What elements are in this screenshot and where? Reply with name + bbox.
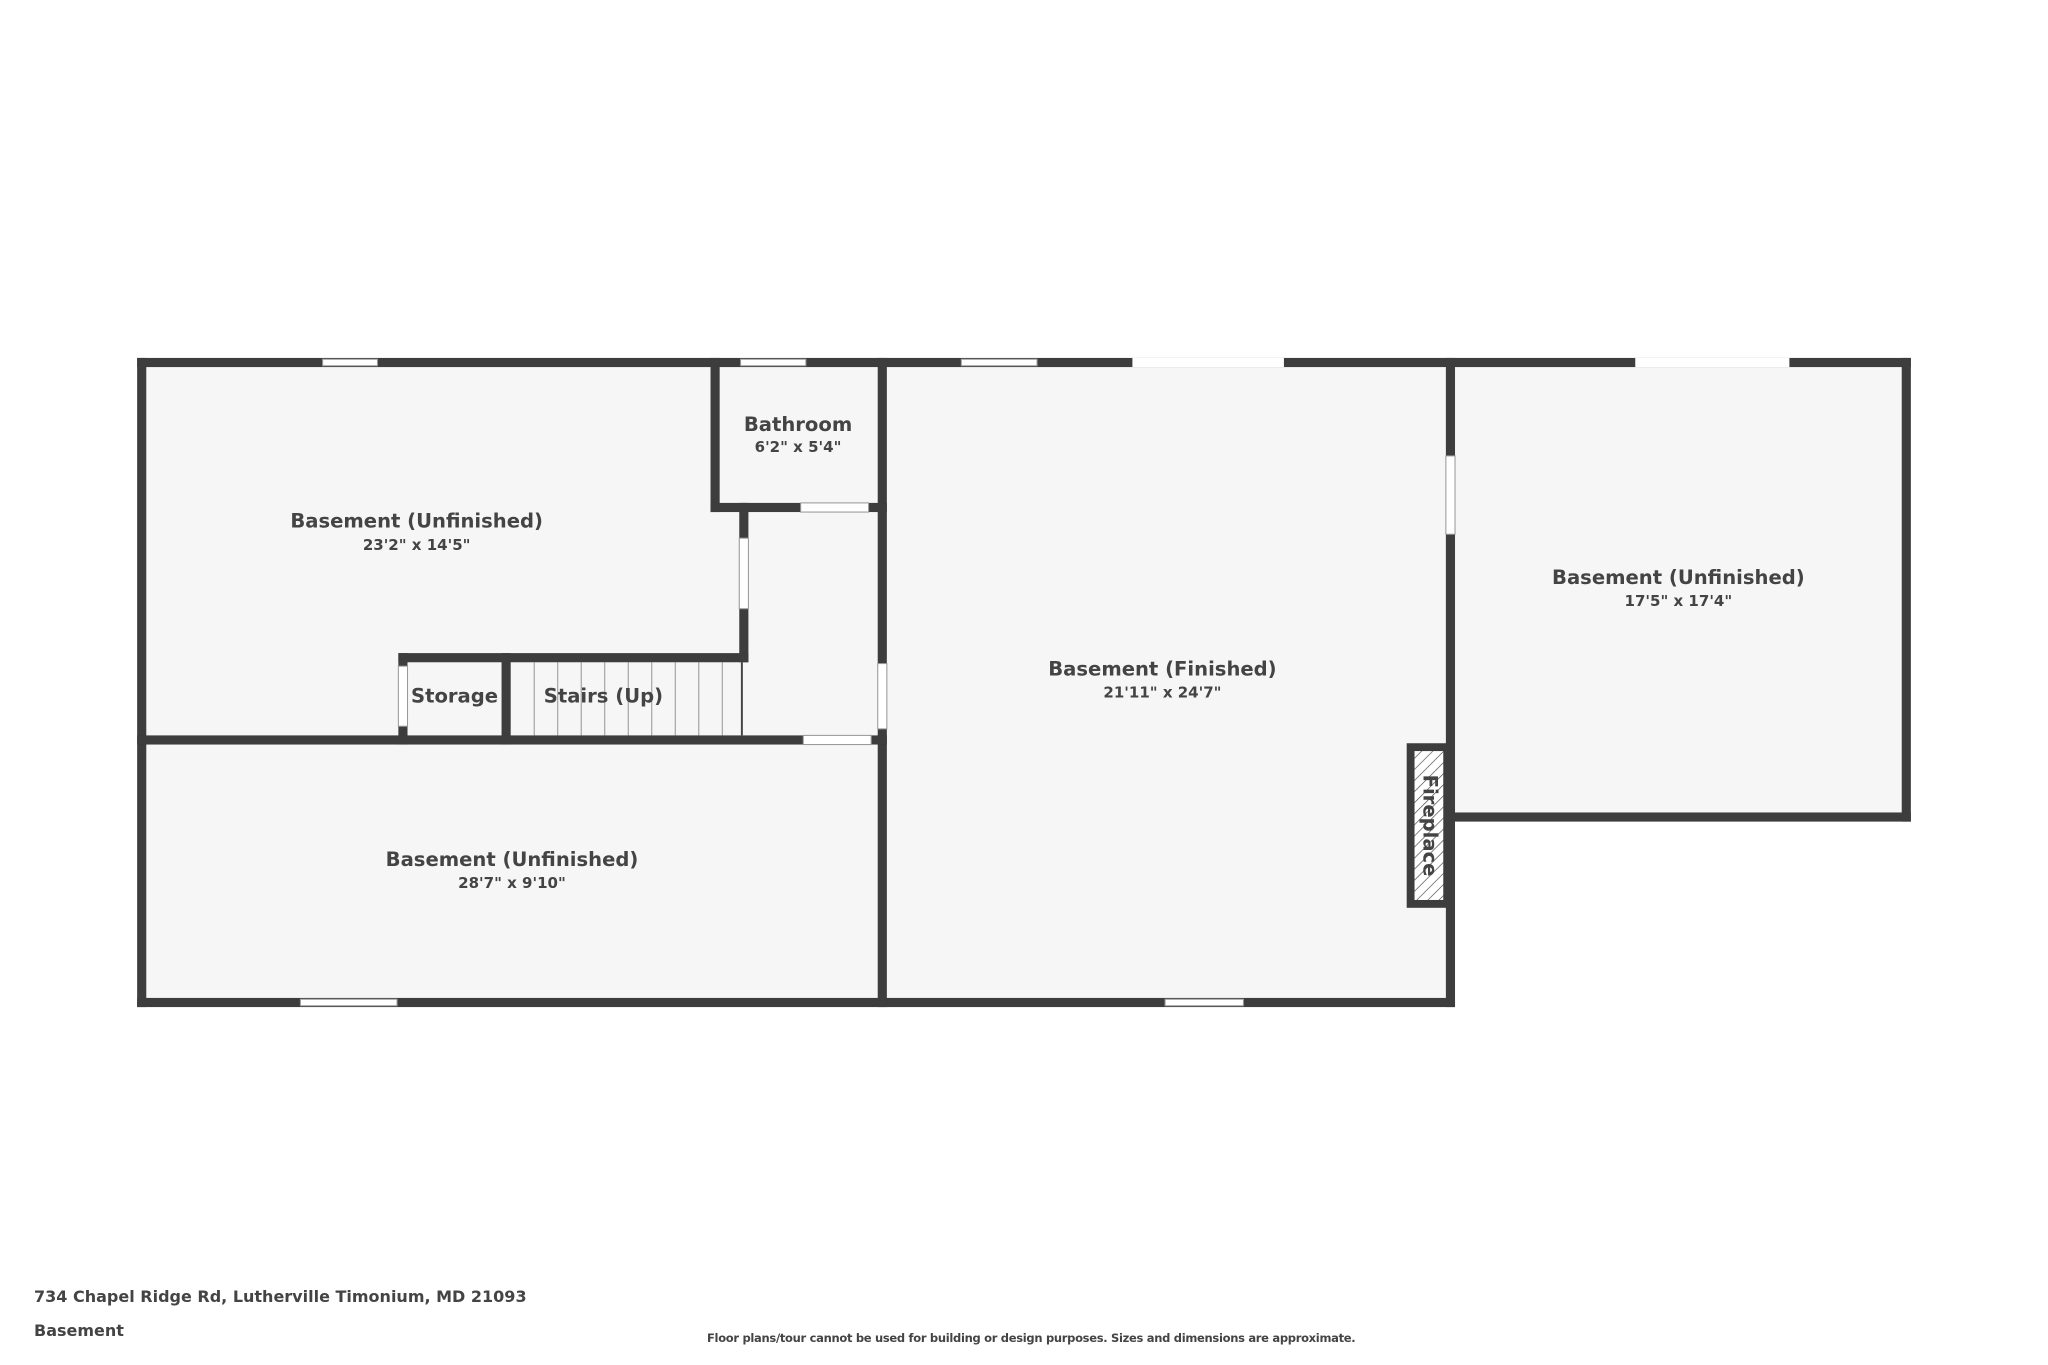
fireplace-label: Fireplace	[1419, 775, 1442, 877]
room-name: Basement (Finished)	[1048, 657, 1276, 680]
fireplace	[1406, 743, 1452, 908]
window	[1164, 998, 1244, 1007]
room-name: Storage	[411, 685, 498, 708]
door	[738, 537, 749, 610]
door	[802, 734, 872, 746]
opening	[1635, 357, 1790, 368]
door	[877, 663, 888, 730]
window	[299, 998, 398, 1007]
room-name: Bathroom	[744, 413, 852, 436]
disclaimer: Floor plans/tour cannot be used for buil…	[707, 1331, 1356, 1345]
floor-name: Basement	[34, 1321, 124, 1340]
opening	[1132, 357, 1284, 368]
room-name: Stairs (Up)	[544, 685, 663, 708]
floors	[141, 363, 1906, 1002]
room-dims: 28'7" x 9'10"	[458, 874, 566, 892]
window	[740, 358, 807, 367]
room-dims: 21'11" x 24'7"	[1103, 684, 1221, 702]
room-dims: 23'2" x 14'5"	[363, 536, 471, 554]
room-dims: 17'5" x 17'4"	[1625, 592, 1733, 610]
room-name: Basement (Unfinished)	[386, 848, 639, 871]
room-dims: 6'2" x 5'4"	[755, 438, 842, 456]
room-name: Basement (Unfinished)	[1552, 566, 1805, 589]
door	[800, 502, 870, 513]
stair-treads	[533, 662, 743, 736]
openings	[299, 357, 1790, 1007]
window	[960, 358, 1038, 367]
door	[397, 665, 409, 727]
door	[1445, 455, 1456, 535]
address: 734 Chapel Ridge Rd, Lutherville Timoniu…	[34, 1287, 527, 1306]
room-name: Basement (Unfinished)	[290, 510, 543, 533]
window	[322, 358, 378, 367]
